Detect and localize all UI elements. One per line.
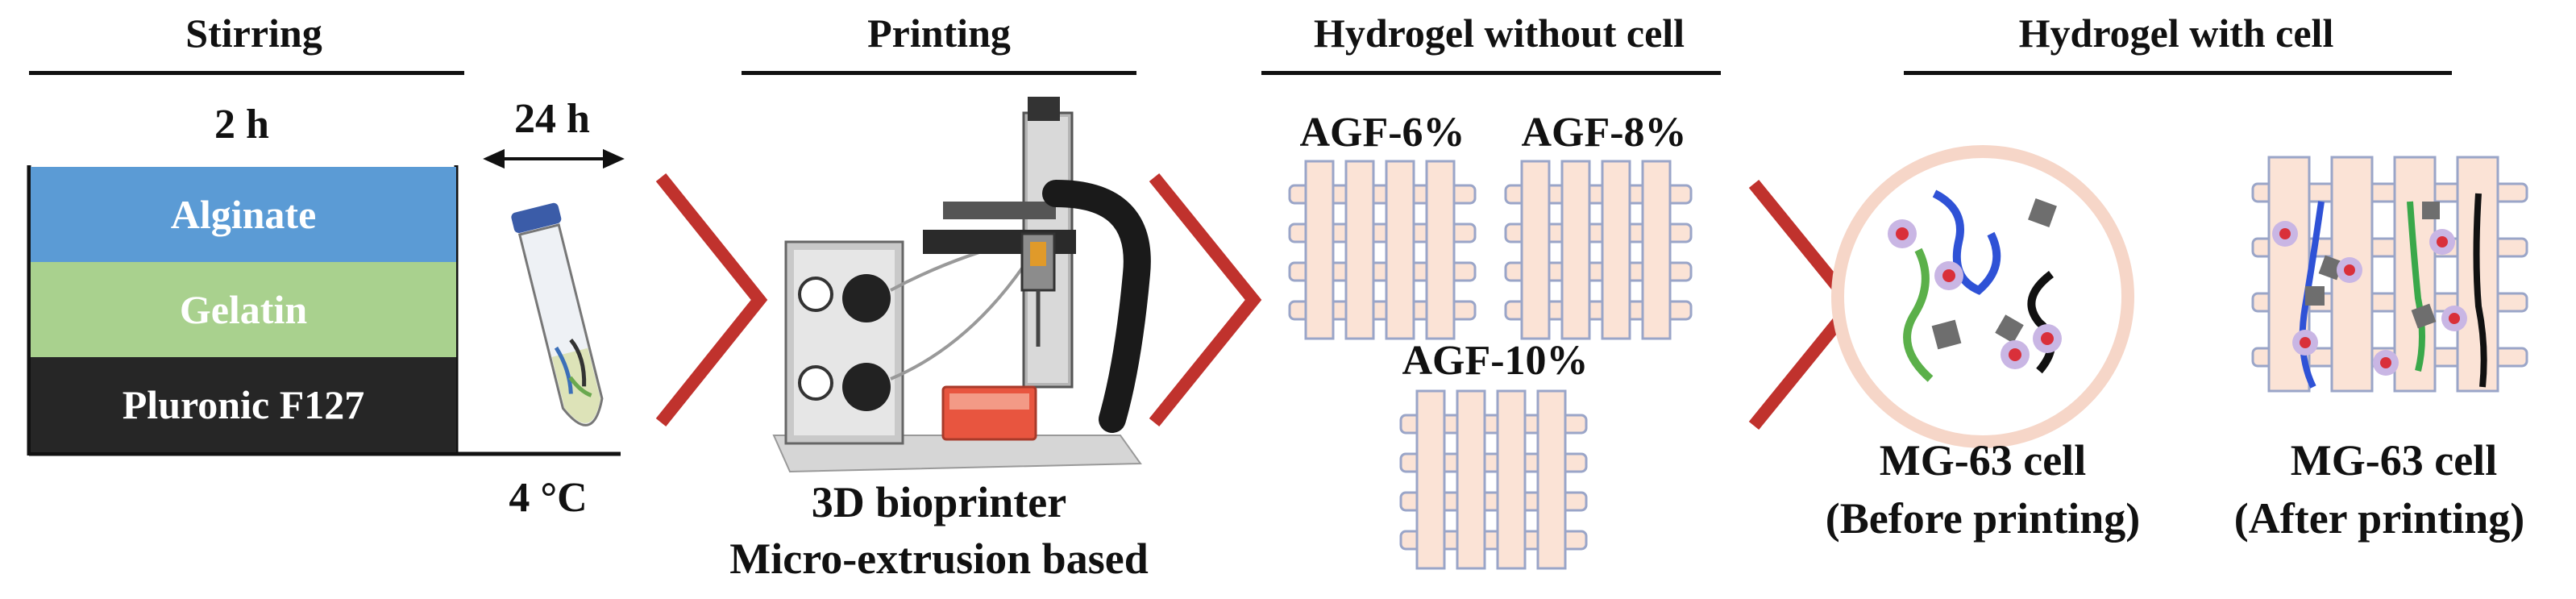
sample-agf-6: AGF-6% — [1299, 110, 1465, 156]
arrow-1 — [655, 173, 768, 427]
hydrogel-without-cell-title: Hydrogel without cell — [1313, 10, 1685, 56]
layer-gelatin-label: Gelatin — [179, 287, 308, 332]
duration-arrow — [483, 148, 625, 169]
stirring-container — [27, 165, 621, 456]
printing-title: Printing — [867, 10, 1011, 56]
cell-mixture-before — [1831, 145, 2134, 448]
printing-caption-line1: 3D bioprinter — [811, 478, 1067, 526]
printing-caption-line2: Micro-extrusion based — [729, 535, 1149, 583]
bioprinter-image — [772, 97, 1151, 473]
layer-gelatin: Gelatin — [31, 262, 456, 357]
after-printing-line1: MG-63 cell — [2290, 436, 2498, 485]
stirring-time-long: 24 h — [514, 96, 590, 142]
sample-agf-8: AGF-8% — [1521, 110, 1687, 156]
layer-pluronic-label: Pluronic F127 — [122, 382, 365, 427]
scaffold-agf-10 — [1399, 389, 1588, 570]
printing-title-rule — [742, 71, 1136, 75]
before-printing-line1: MG-63 cell — [1879, 436, 2087, 485]
layer-alginate-label: Alginate — [170, 192, 317, 237]
stirring-title-rule — [29, 71, 464, 75]
test-tube-icon — [511, 202, 604, 426]
scaffold-grids — [1288, 160, 1693, 570]
stirring-temperature: 4 °C — [509, 475, 588, 521]
before-printing-line2: (Before printing) — [1825, 494, 2141, 543]
scaffold-agf-6 — [1288, 160, 1477, 340]
scaffold-agf-8 — [1504, 160, 1693, 340]
scaffold-with-cells — [2251, 156, 2528, 393]
stirring-time-short: 2 h — [214, 102, 269, 148]
after-printing-line2: (After printing) — [2233, 494, 2525, 543]
sample-agf-10: AGF-10% — [1402, 338, 1589, 384]
stirring-title: Stirring — [185, 10, 322, 56]
layer-pluronic: Pluronic F127 — [31, 357, 456, 452]
hydrogel-without-cell-rule — [1261, 71, 1721, 75]
hydrogel-with-cell-rule — [1904, 71, 2452, 75]
layer-alginate: Alginate — [31, 167, 456, 262]
arrow-2 — [1149, 173, 1262, 427]
hydrogel-with-cell-title: Hydrogel with cell — [2018, 10, 2334, 56]
